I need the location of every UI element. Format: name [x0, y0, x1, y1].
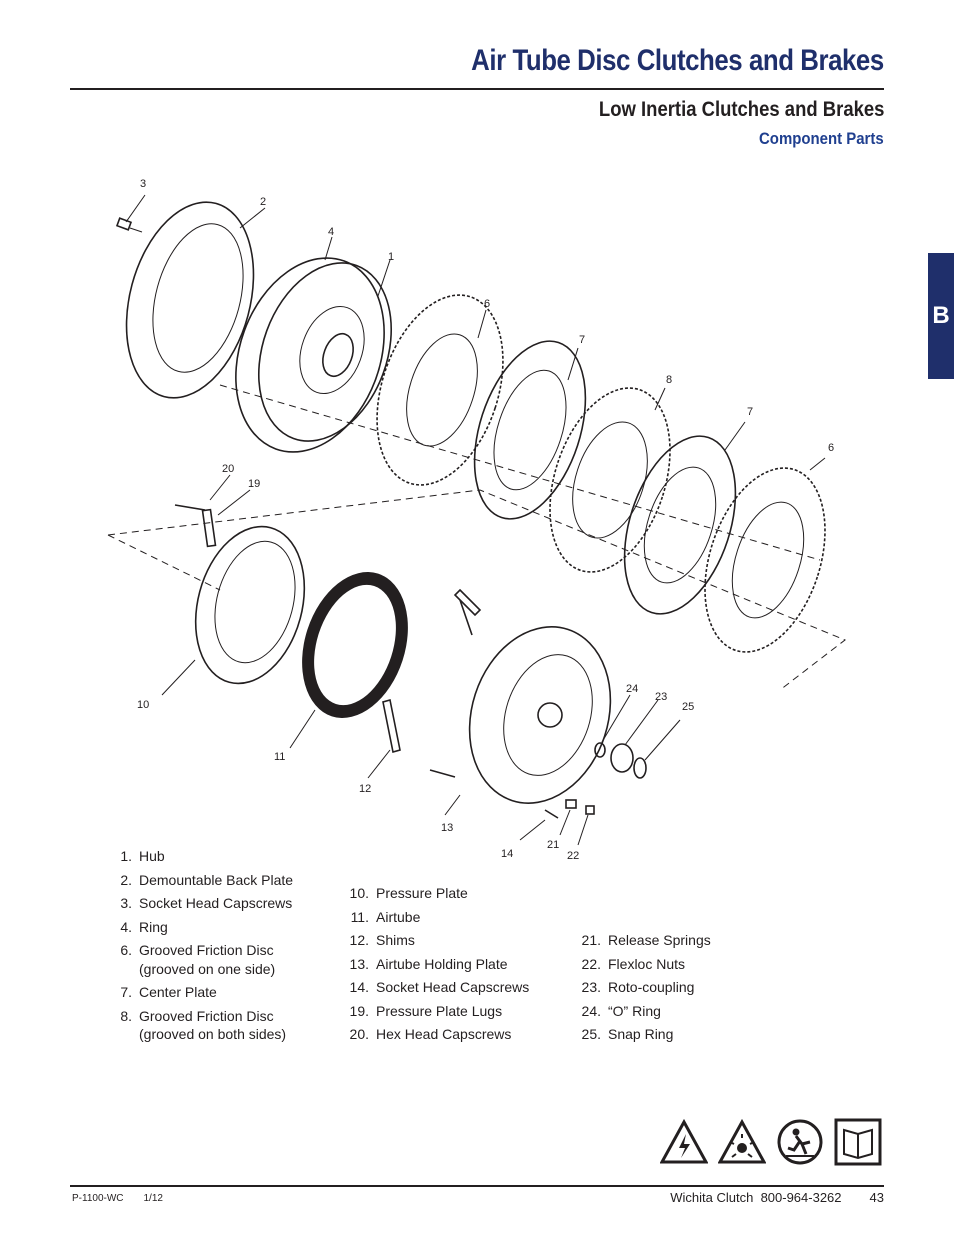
safety-icons: [660, 1118, 882, 1166]
list-item: 10.Pressure Plate: [349, 885, 468, 901]
list-item: 23.Roto-coupling: [581, 979, 695, 995]
callout-8: 8: [666, 374, 672, 386]
page-subtitle: Low Inertia Clutches and Brakes: [598, 98, 884, 121]
parts-list-col1: 1.Hub 2.Demountable Back Plate 3.Socket …: [106, 845, 293, 1047]
roto-coupling-part: [594, 742, 647, 779]
callout-4: 4: [328, 226, 334, 238]
list-item-note: (grooved on one side): [139, 960, 276, 977]
list-item: 11.Airtube: [350, 908, 421, 925]
callout-14: 14: [501, 848, 513, 860]
footer-rule: [70, 1185, 884, 1187]
callout-7: 7: [579, 334, 585, 346]
read-manual-icon: [834, 1118, 882, 1166]
list-item: 13.Airtube Holding Plate: [349, 955, 508, 972]
center-plate-part-2: [623, 435, 737, 615]
company-phone: 800-964-3262: [760, 1190, 842, 1205]
list-item: 2.Demountable Back Plate: [120, 871, 294, 888]
assembly-axis-upper: [219, 384, 821, 561]
callout-13: 13: [441, 822, 453, 834]
callout-7b: 7: [747, 406, 753, 418]
callout-20: 20: [222, 463, 234, 475]
ring-and-hub-part: [235, 257, 393, 453]
list-item: 6.Grooved Friction Disc: [120, 942, 274, 958]
list-item: 4.Ring: [120, 918, 168, 935]
doc-code: P-1100-WC: [72, 1193, 124, 1204]
callout-3: 3: [140, 178, 146, 190]
callout-2: 2: [260, 196, 266, 208]
callout-21: 21: [547, 839, 559, 851]
callout-22: 22: [567, 850, 579, 862]
shims-part: [382, 588, 482, 778]
company-name: Wichita Clutch: [670, 1190, 754, 1205]
list-item: 20.Hex Head Capscrews: [349, 1026, 512, 1042]
callout-6b: 6: [828, 442, 834, 454]
list-item: 14.Socket Head Capscrews: [349, 979, 530, 995]
list-item: 1.Hub: [120, 848, 165, 864]
list-item: 8.Grooved Friction Disc: [120, 1007, 274, 1024]
callout-11: 11: [274, 751, 285, 763]
callout-1: 1: [388, 251, 394, 263]
flying-debris-icon: [718, 1118, 766, 1164]
header-rule: [70, 88, 884, 90]
friction-disc-both-sides-part: [549, 387, 671, 573]
section-heading: Component Parts: [759, 129, 884, 148]
footer-left: P-1100-WC 1/12: [72, 1193, 183, 1204]
list-item: 24.“O” Ring: [581, 1002, 661, 1019]
center-plate-part: [473, 340, 587, 520]
doc-date: 1/12: [143, 1193, 163, 1204]
parts-list-col3: 21.Release Springs 22.Flexloc Nuts 23.Ro…: [575, 929, 711, 1047]
assembly-outline-left: [107, 534, 221, 591]
list-item: 12.Shims: [349, 932, 415, 948]
section-tab[interactable]: B: [928, 253, 954, 379]
parts-list-col2: 10.Pressure Plate 11.Airtube 12.Shims 13…: [343, 882, 530, 1047]
friction-disc-one-side-part-2: [704, 467, 826, 653]
callout-19: 19: [248, 478, 260, 490]
electrical-hazard-icon: [660, 1118, 708, 1164]
list-item: 21.Release Springs: [581, 932, 711, 948]
hex-capscrew-and-lug-part: [174, 504, 217, 548]
callout-25: 25: [682, 701, 694, 713]
back-plate-part: [125, 201, 255, 399]
callout-leaders: [125, 194, 826, 846]
list-item: 3.Socket Head Capscrews: [120, 895, 293, 911]
list-item: 25.Snap Ring: [581, 1026, 674, 1042]
callout-6: 6: [484, 298, 490, 310]
callout-12: 12: [359, 783, 371, 795]
list-item: 22.Flexloc Nuts: [581, 955, 686, 972]
socket-head-capscrew-part: [115, 217, 143, 233]
slip-hazard-icon: [777, 1119, 823, 1165]
footer-right: Wichita Clutch 800-964-3262 43: [670, 1190, 884, 1205]
callout-24: 24: [626, 683, 638, 695]
airtube-part: [302, 572, 408, 718]
airtube-holding-plate-part: [468, 626, 612, 804]
exploded-parts-diagram: 3 2 4 1 6 7 8 7 6 20 19 10 11 12 13 14 2…: [107, 178, 846, 862]
list-item-note: (grooved on both sides): [139, 1026, 287, 1042]
list-item: 7.Center Plate: [120, 984, 217, 1000]
page-title: Air Tube Disc Clutches and Brakes: [471, 44, 884, 77]
assembly-outline-dashed: [107, 489, 846, 691]
list-item: 19.Pressure Plate Lugs: [349, 1002, 503, 1019]
friction-disc-one-side-part: [376, 294, 504, 486]
pressure-plate-part: [194, 525, 306, 685]
capscrew-spring-nut-part: [544, 799, 595, 819]
callout-10: 10: [137, 699, 149, 711]
page-number: 43: [869, 1190, 884, 1205]
callout-23: 23: [655, 691, 667, 703]
